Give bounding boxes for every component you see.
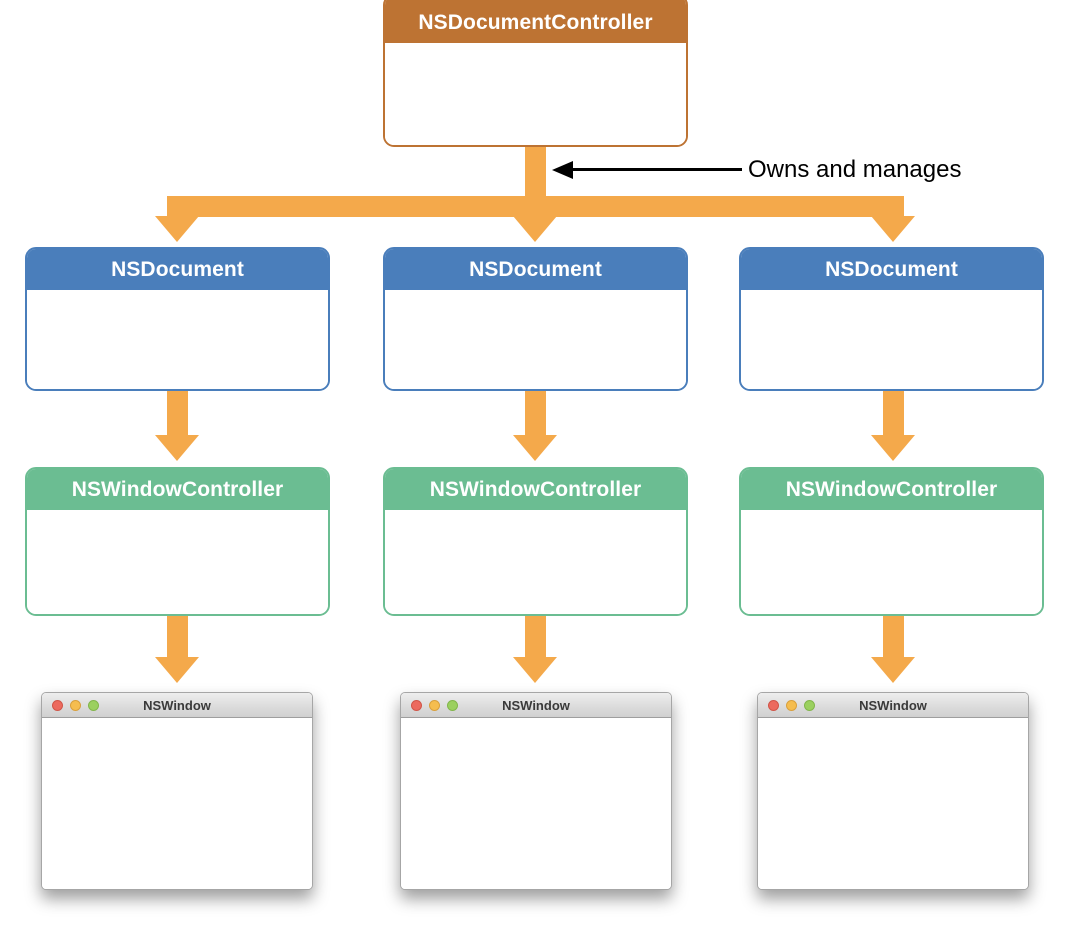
- class-box-header-nsdocumentcontroller: NSDocumentController: [385, 0, 686, 43]
- class-box-body-nswindowcontroller-3: [741, 510, 1042, 614]
- connector-arrowhead-wc-win-2: [513, 657, 557, 683]
- close-button-icon[interactable]: [768, 699, 779, 711]
- connector-arrowhead-col2: [513, 216, 557, 242]
- class-box-header-nswindowcontroller-2: NSWindowController: [385, 469, 686, 510]
- nswindow-mock-1[interactable]: NSWindow: [41, 692, 313, 890]
- connector-arrowhead-doc-wc-2: [513, 435, 557, 461]
- connector-arrowhead-col1: [155, 216, 199, 242]
- class-box-body-nsdocumentcontroller: [385, 43, 686, 145]
- close-button-icon[interactable]: [52, 699, 63, 711]
- nswindow-content-1: [42, 718, 312, 889]
- connector-stem-wc-win-3: [883, 616, 904, 659]
- nswindow-mock-3[interactable]: NSWindow: [757, 692, 1029, 890]
- nswindow-titlebar-3[interactable]: NSWindow: [758, 693, 1028, 718]
- connector-stem-doc-wc-1: [167, 391, 188, 437]
- connector-arrowhead-wc-win-3: [871, 657, 915, 683]
- connector-stem-col3: [883, 196, 904, 218]
- connector-stem-wc-win-1: [167, 616, 188, 659]
- class-box-header-nsdocument-1: NSDocument: [27, 249, 328, 290]
- class-box-header-nswindowcontroller-3: NSWindowController: [741, 469, 1042, 510]
- nswindow-mock-2[interactable]: NSWindow: [400, 692, 672, 890]
- class-box-body-nsdocument-3: [741, 290, 1042, 389]
- callout-arrowhead-icon: [552, 161, 573, 179]
- nswindow-traffic-lights-2: [411, 699, 458, 711]
- connector-stem-root: [525, 147, 546, 196]
- callout-line: [572, 168, 742, 171]
- connector-stem-col2: [525, 196, 546, 218]
- class-box-nsdocument-2[interactable]: NSDocument: [383, 247, 688, 391]
- close-button-icon[interactable]: [411, 699, 422, 711]
- nswindow-titlebar-1[interactable]: NSWindow: [42, 693, 312, 718]
- zoom-button-icon[interactable]: [804, 699, 815, 711]
- nswindow-traffic-lights-3: [768, 699, 815, 711]
- class-box-body-nsdocument-1: [27, 290, 328, 389]
- connector-arrowhead-col3: [871, 216, 915, 242]
- class-box-nswindowcontroller-2[interactable]: NSWindowController: [383, 467, 688, 616]
- connector-stem-col1: [167, 196, 188, 218]
- minimize-button-icon[interactable]: [70, 699, 81, 711]
- zoom-button-icon[interactable]: [88, 699, 99, 711]
- class-box-nswindowcontroller-1[interactable]: NSWindowController: [25, 467, 330, 616]
- class-box-header-nswindowcontroller-1: NSWindowController: [27, 469, 328, 510]
- connector-arrowhead-wc-win-1: [155, 657, 199, 683]
- connector-stem-wc-win-2: [525, 616, 546, 659]
- minimize-button-icon[interactable]: [786, 699, 797, 711]
- minimize-button-icon[interactable]: [429, 699, 440, 711]
- connector-stem-doc-wc-2: [525, 391, 546, 437]
- zoom-button-icon[interactable]: [447, 699, 458, 711]
- class-box-body-nswindowcontroller-1: [27, 510, 328, 614]
- class-box-nsdocument-1[interactable]: NSDocument: [25, 247, 330, 391]
- class-box-header-nsdocument-3: NSDocument: [741, 249, 1042, 290]
- class-box-header-nsdocument-2: NSDocument: [385, 249, 686, 290]
- nswindow-content-2: [401, 718, 671, 889]
- nswindow-content-3: [758, 718, 1028, 889]
- connector-arrowhead-doc-wc-1: [155, 435, 199, 461]
- nswindow-traffic-lights-1: [52, 699, 99, 711]
- class-box-body-nswindowcontroller-2: [385, 510, 686, 614]
- nswindow-titlebar-2[interactable]: NSWindow: [401, 693, 671, 718]
- connector-arrowhead-doc-wc-3: [871, 435, 915, 461]
- class-box-nswindowcontroller-3[interactable]: NSWindowController: [739, 467, 1044, 616]
- callout-label: Owns and manages: [748, 156, 962, 183]
- class-box-body-nsdocument-2: [385, 290, 686, 389]
- class-box-nsdocument-3[interactable]: NSDocument: [739, 247, 1044, 391]
- class-box-nsdocumentcontroller[interactable]: NSDocumentController: [383, 0, 688, 147]
- connector-stem-doc-wc-3: [883, 391, 904, 437]
